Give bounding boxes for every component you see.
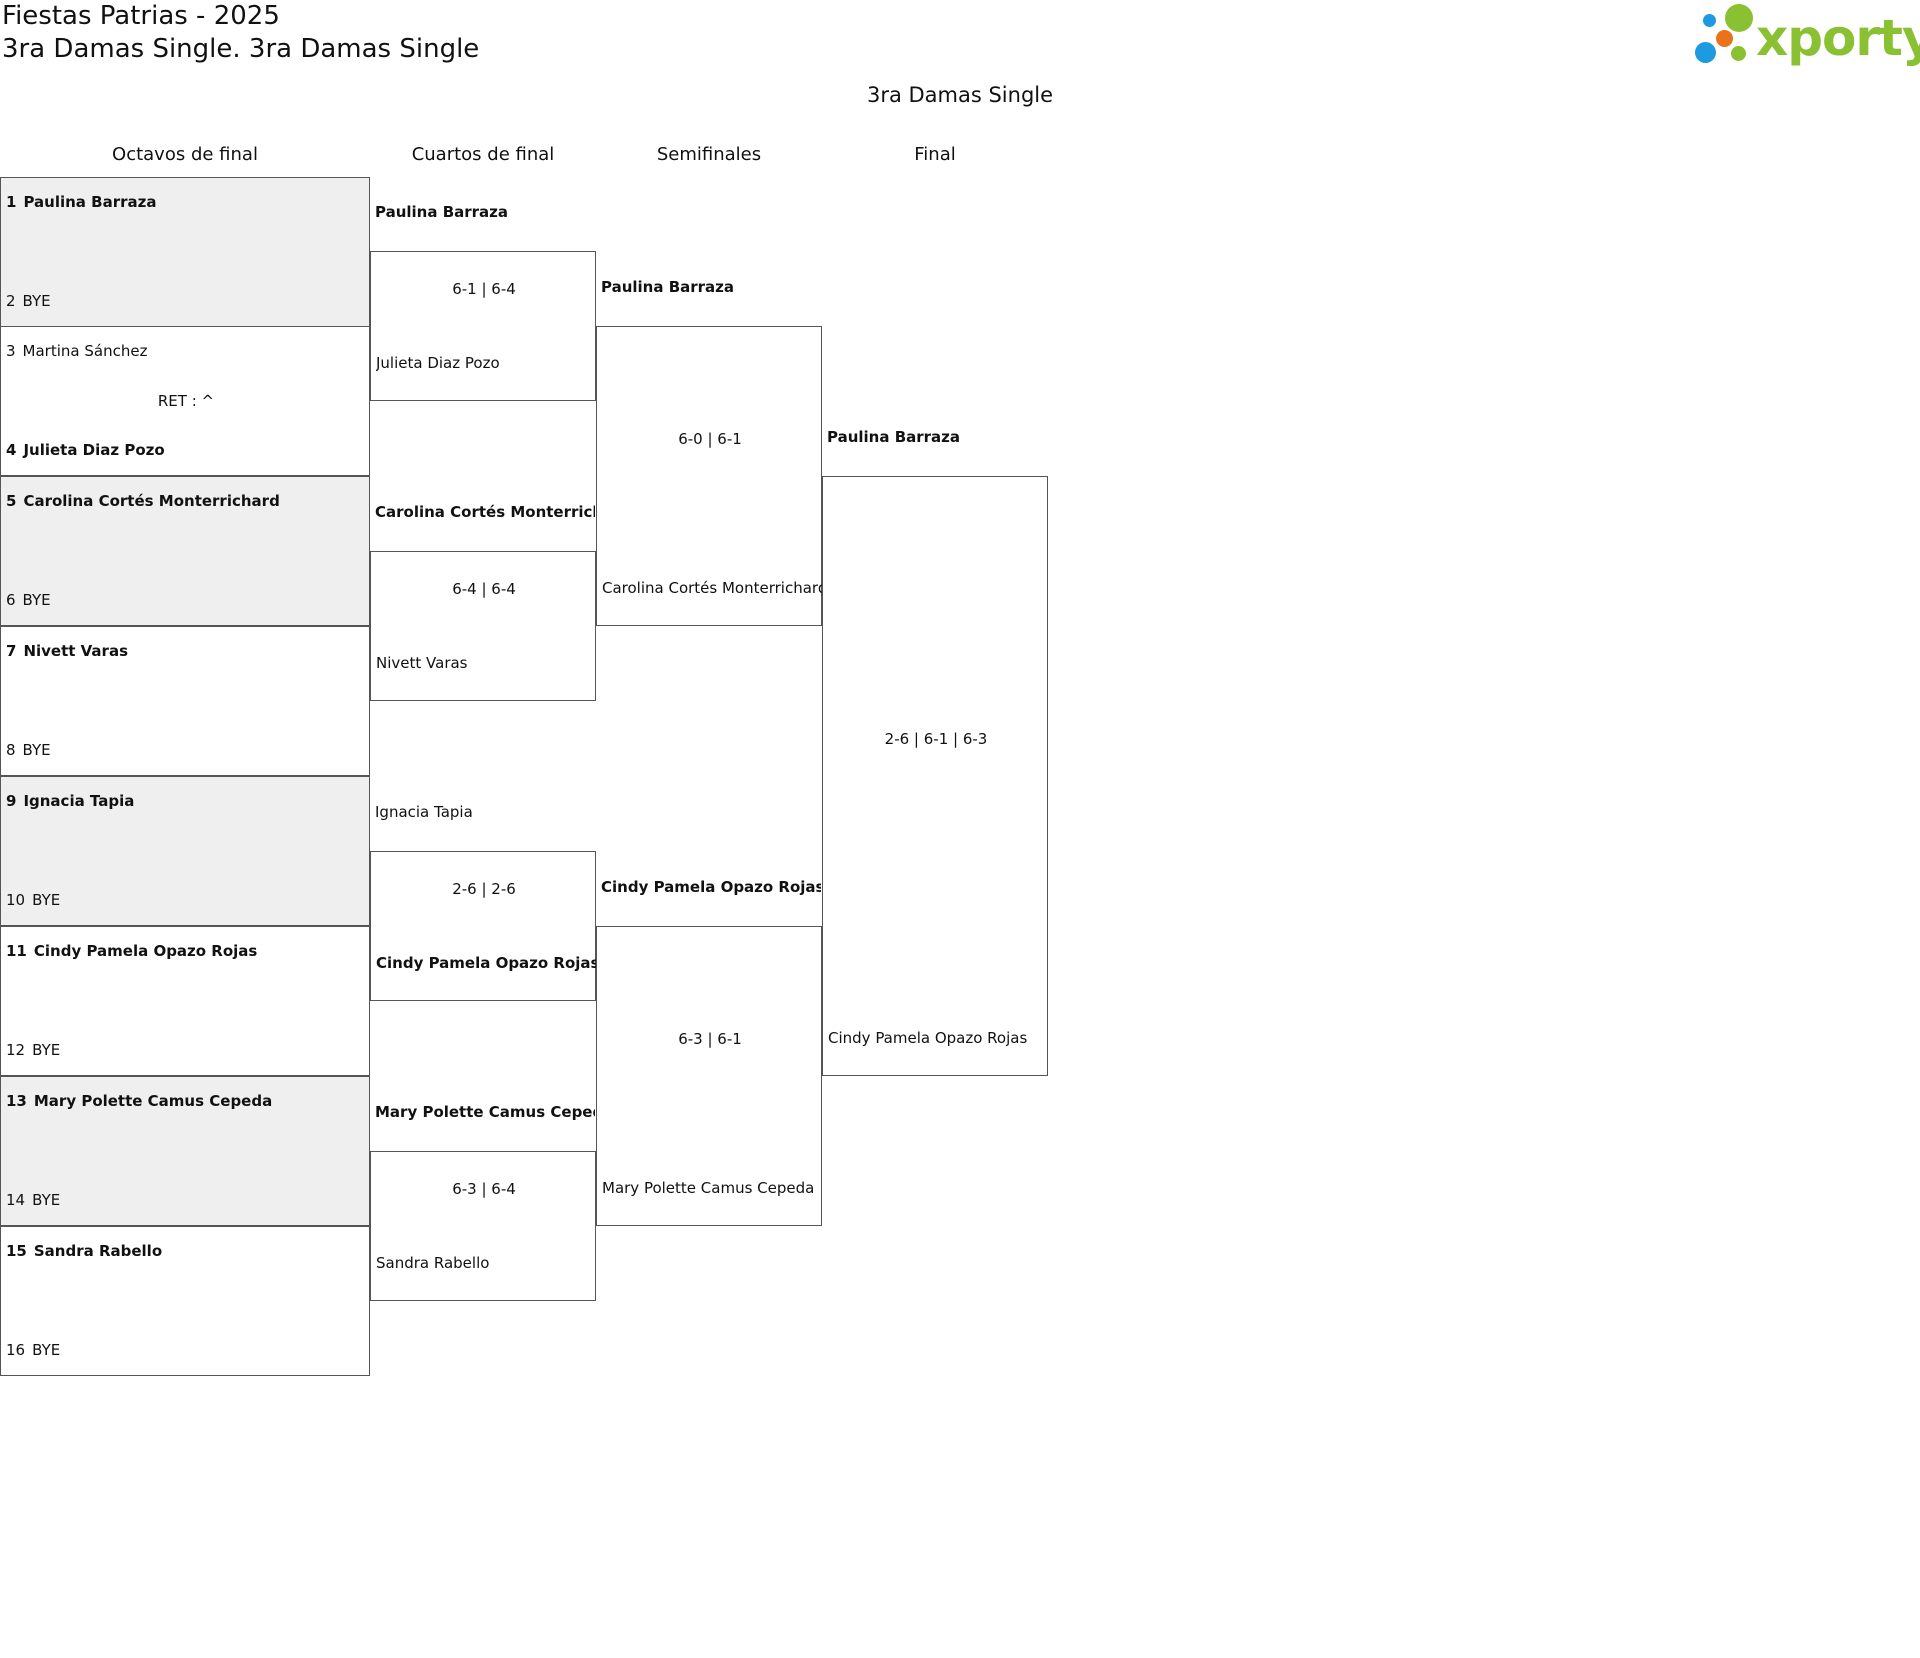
sf-m1-player2[interactable]: Carolina Cortés Monterrichard [602,579,822,597]
final-player2[interactable]: Cindy Pamela Opazo Rojas [828,1029,1028,1047]
qf-m2-player1[interactable]: Carolina Cortés Monterrichard [375,503,595,521]
qf-m3-player2[interactable]: Cindy Pamela Opazo Rojas [376,954,596,972]
round-header-cuartos: Cuartos de final [411,144,555,165]
sf-match-1: 6-0 | 6-1 Carolina Cortés Monterrichard [596,326,822,626]
qf-m1-player1[interactable]: Paulina Barraza [375,203,509,221]
qf-m1-player2[interactable]: Julieta Diaz Pozo [376,354,500,372]
r16-m2-score: RET : ^ [157,392,215,410]
qf-match-3: 2-6 | 2-6 Cindy Pamela Opazo Rojas [370,851,596,1001]
category-title: 3ra Damas Single. 3ra Damas Single [2,34,480,64]
sf-m2-player2[interactable]: Mary Polette Camus Cepeda [602,1179,815,1197]
logo-dot-blue-small [1703,14,1716,27]
xporty-logo[interactable]: xporty [1690,0,1920,72]
round-header-final: Final [914,144,956,165]
logo-dot-green-small [1731,46,1746,61]
qf-m2-score: 6-4 | 6-4 [452,580,516,598]
tournament-title: Fiestas Patrias - 2025 [2,1,280,31]
sf-match-2: 6-3 | 6-1 Mary Polette Camus Cepeda [596,926,822,1226]
final-player1[interactable]: Paulina Barraza [827,428,961,446]
draw-title: 3ra Damas Single [866,83,1054,107]
logo-dot-orange [1716,30,1733,47]
qf-m4-player1[interactable]: Mary Polette Camus Cepeda [375,1103,595,1121]
qf-match-4: 6-3 | 6-4 Sandra Rabello [370,1151,596,1301]
sf-m2-player1[interactable]: Cindy Pamela Opazo Rojas [601,878,821,896]
qf-m3-player1[interactable]: Ignacia Tapia [375,803,473,821]
logo-dot-green-large [1725,4,1753,32]
qf-m3-score: 2-6 | 2-6 [452,880,516,898]
qf-m4-score: 6-3 | 6-4 [452,1180,516,1198]
round-header-octavos: Octavos de final [112,144,258,165]
qf-m2-player2[interactable]: Nivett Varas [376,654,468,672]
round-header-semifinales: Semifinales [656,144,762,165]
logo-text: xporty [1756,9,1920,67]
qf-match-2: 6-4 | 6-4 Nivett Varas [370,551,596,701]
final-match: 2-6 | 6-1 | 6-3 Cindy Pamela Opazo Rojas [822,476,1048,1076]
qf-m4-player2[interactable]: Sandra Rabello [376,1254,490,1272]
sf-m1-player1[interactable]: Paulina Barraza [601,278,735,296]
qf-m1-score: 6-1 | 6-4 [452,280,516,298]
qf-match-1: 6-1 | 6-4 Julieta Diaz Pozo [370,251,596,401]
final-score: 2-6 | 6-1 | 6-3 [884,730,988,748]
sf-m1-score: 6-0 | 6-1 [678,430,742,448]
sf-m2-score: 6-3 | 6-1 [678,1030,742,1048]
logo-dot-blue-large [1695,42,1716,63]
